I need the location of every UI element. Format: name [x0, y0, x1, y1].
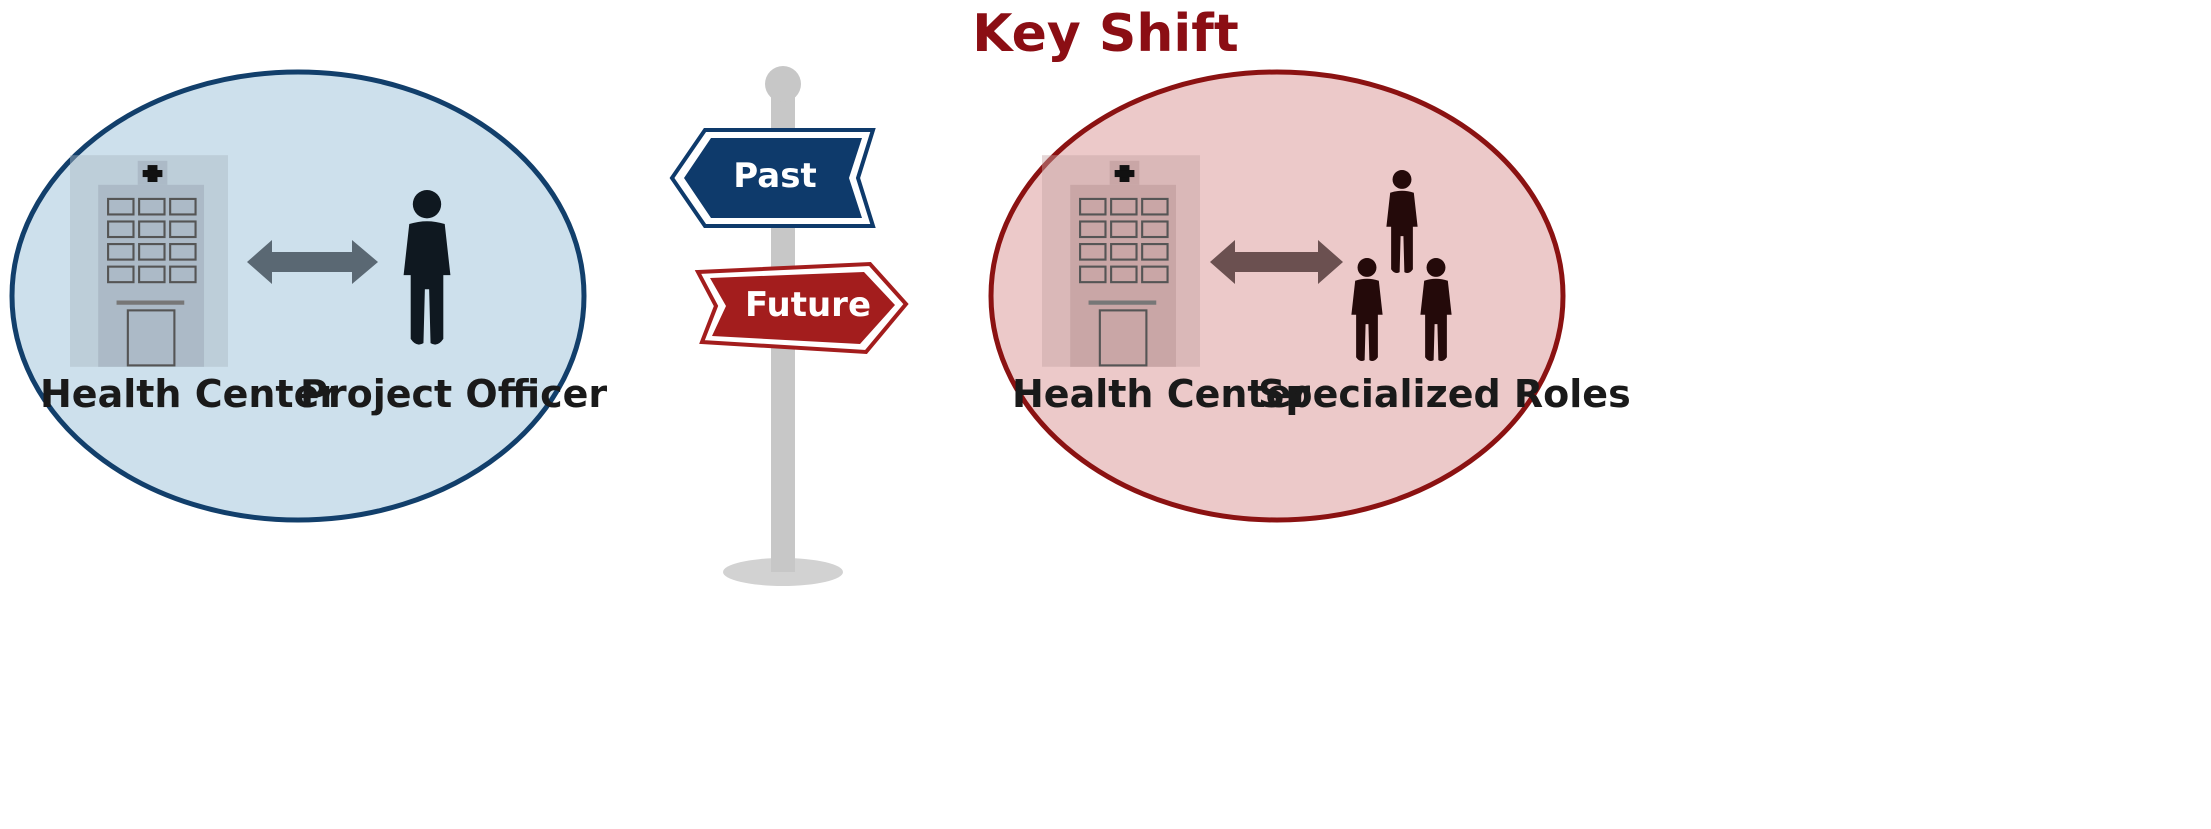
- signpost: [669, 66, 909, 586]
- left-person-label: Project Officer: [300, 372, 608, 416]
- double-arrow-icon: [247, 240, 378, 284]
- future-sign-label: Future: [744, 285, 872, 325]
- past-panel: [9, 69, 587, 523]
- future-sign: [694, 261, 909, 355]
- left-building-label: Health Center: [40, 372, 339, 416]
- hospital-building-icon: [1042, 155, 1200, 367]
- double-arrow-icon: [1210, 240, 1343, 284]
- past-sign: [669, 128, 876, 228]
- past-sign-label: Past: [733, 156, 817, 196]
- future-panel: [988, 69, 1566, 523]
- right-building-label: Health Center: [1012, 372, 1311, 416]
- right-person-label: Specialized Roles: [1258, 372, 1631, 416]
- hospital-building-icon: [70, 155, 228, 367]
- diagram-title: Key Shift: [972, 4, 1239, 64]
- signpost-knob: [765, 66, 801, 102]
